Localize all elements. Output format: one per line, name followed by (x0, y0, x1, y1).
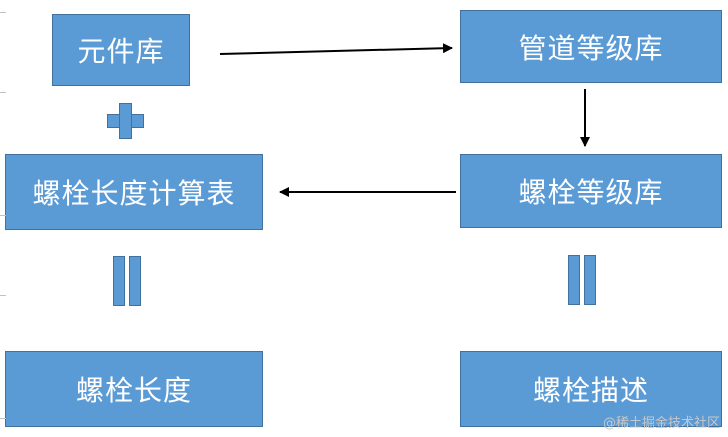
node-bolt-grade-library: 螺栓等级库 (460, 154, 722, 228)
margin-tick (0, 12, 6, 13)
node-pipe-grade-library: 管道等级库 (460, 10, 722, 83)
arrow-component-to-pipe-grade (219, 43, 453, 55)
margin-tick (0, 418, 6, 419)
margin-tick (0, 215, 6, 216)
watermark: @稀土掘金技术社区 (602, 416, 720, 431)
margin-tick (0, 92, 6, 93)
node-component-library: 元件库 (52, 14, 190, 86)
node-bolt-length-calc-table: 螺栓长度计算表 (5, 154, 263, 230)
node-bolt-description: 螺栓描述 (460, 351, 722, 427)
node-bolt-length: 螺栓长度 (5, 351, 263, 427)
margin-tick (0, 295, 6, 296)
